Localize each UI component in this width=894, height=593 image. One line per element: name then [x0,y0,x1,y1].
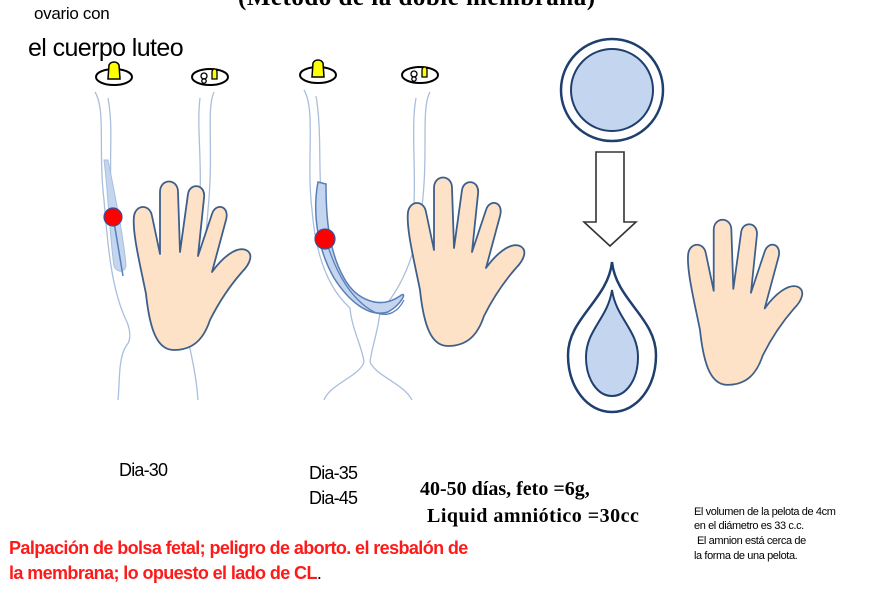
warning-text: la membrana; lo opuesto el lado de CL. [9,563,321,584]
ovary-cl-icon [96,62,132,85]
day45-label: Dia-45 [309,488,357,509]
amnion-ball-icon [561,39,663,141]
hand-icon [408,178,525,347]
down-arrow-icon [584,152,636,246]
amniotic-info: Liquid amniótico =30cc [427,505,639,528]
day35-label: Dia-35 [309,463,357,484]
hand-icon [134,182,251,351]
warning-text: Palpación de bolsa fetal; peligro de abo… [9,538,468,559]
hand-icon [688,220,802,385]
warning-text-period: . [317,563,321,583]
ovary-follicle-icon [402,67,438,83]
ovary-cl-icon [300,60,336,83]
embryo-day35 [315,229,335,249]
warning-text-line2: la membrana; lo opuesto el lado de CL [9,563,317,583]
day30-label: Dia-30 [119,460,167,481]
ball-note-line: la forma de una pelota. [694,550,797,562]
ball-note-line: El volumen de la pelota de 4cm [694,506,835,518]
embryo-day30 [104,208,122,226]
ball-note-line: El amnion está cerca de [697,535,806,547]
fetus-info: 40-50 días, feto =6g, [420,478,590,501]
ovary-follicle-icon [192,69,228,85]
amnion-drop-icon [568,262,656,412]
ball-note-line: en el diámetro es 33 c.c. [694,520,804,532]
